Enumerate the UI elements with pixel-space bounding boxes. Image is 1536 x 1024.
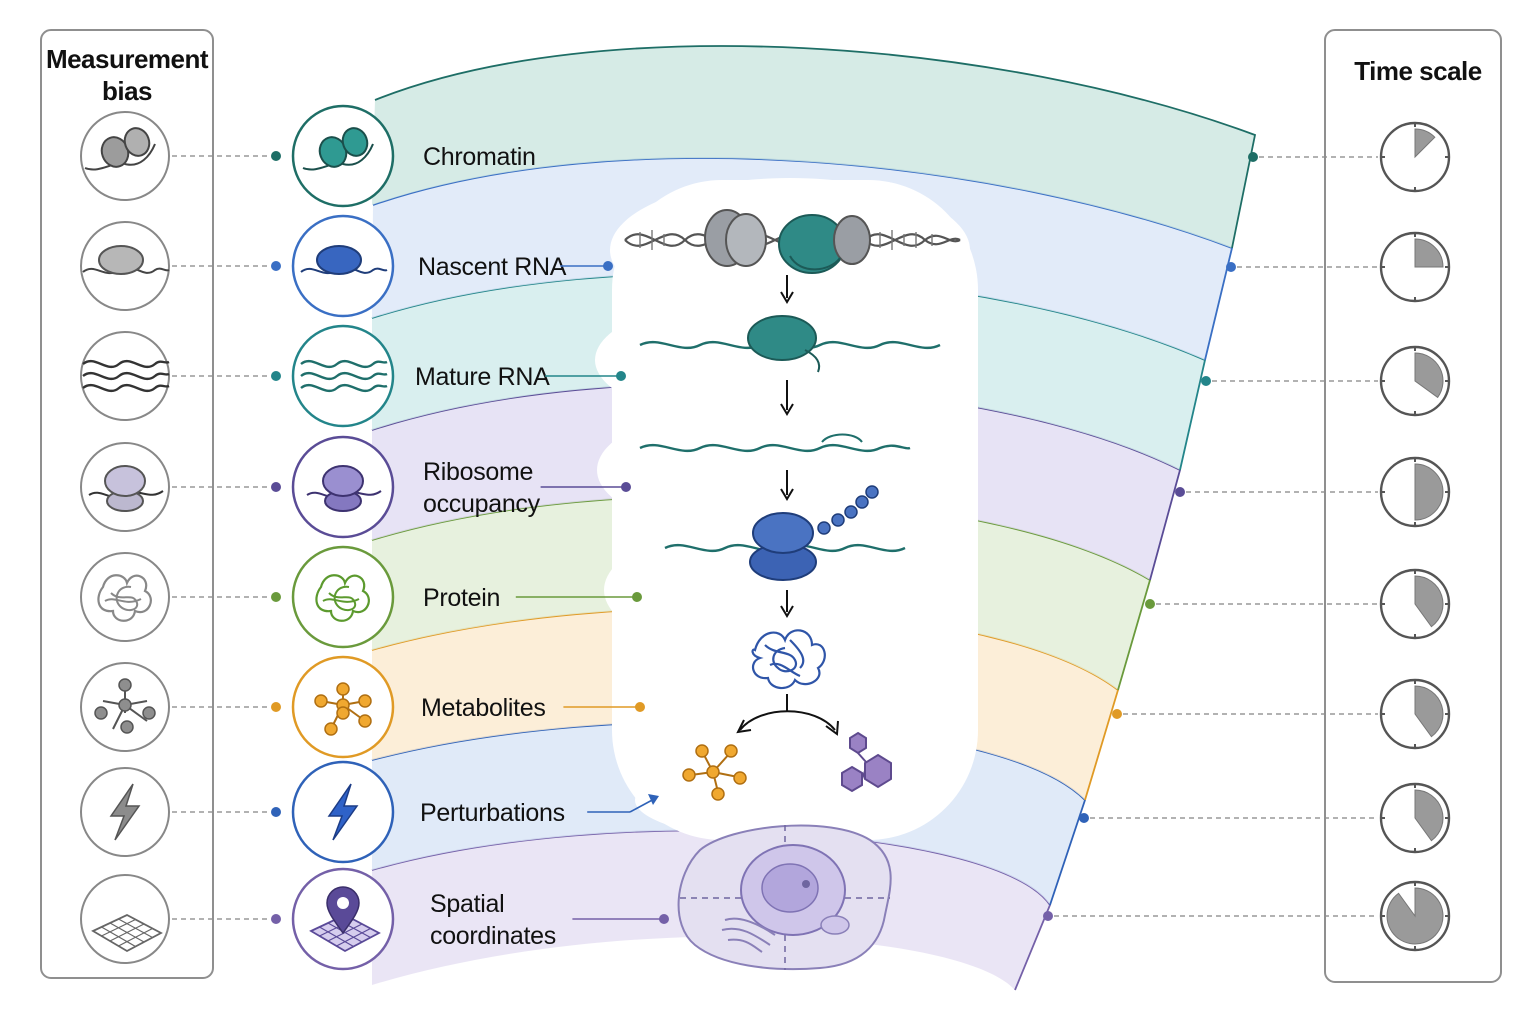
bias-map-pin-icon (80, 874, 170, 964)
layer-label-mature-rna: Mature RNA (415, 363, 550, 391)
band-chromatin (372, 46, 1255, 249)
bias-dot (271, 807, 281, 817)
time-dot (1226, 262, 1236, 272)
clock-icon (1379, 345, 1451, 417)
clock-icon (1379, 231, 1451, 303)
polymerase-icon (291, 214, 395, 318)
layer-label-protein: Protein (423, 584, 500, 612)
time-dot (1248, 152, 1258, 162)
row-ribosome: Ribosome occupancy (172, 435, 1378, 539)
bias-dot (271, 482, 281, 492)
molecule-icon (291, 655, 395, 759)
mature-rna-polymerase-icon (639, 315, 941, 373)
central-process (624, 209, 961, 971)
bias-dot (271, 151, 281, 161)
process-dot (635, 702, 645, 712)
clock-icon (1379, 782, 1451, 854)
central-process-cloud (595, 178, 978, 840)
clock-icon (1379, 568, 1451, 640)
translating-ribosome-icon (664, 485, 906, 581)
rna-strands-icon (291, 324, 395, 428)
time-dot (1175, 487, 1185, 497)
layer-label-perturbations: Perturbations (420, 799, 565, 827)
bias-dot (271, 914, 281, 924)
process-dot (616, 371, 626, 381)
clock-fill (1414, 128, 1436, 159)
clock-icon (1379, 880, 1451, 952)
clock-fill (1414, 352, 1444, 399)
mrna-strand-icon (639, 433, 911, 453)
bias-rna-strands-icon (80, 331, 170, 421)
row-spatial: Spatial coordinates (172, 867, 1378, 971)
clock-fill (1414, 238, 1444, 268)
measurement-bias-icons (80, 111, 170, 964)
metabolite-purple-icon (841, 731, 892, 793)
clock-fill (1414, 685, 1444, 738)
layer-label-spatial-2: coordinates (430, 922, 556, 950)
measurement-bias-title: Measurement (46, 44, 209, 74)
measurement-bias-panel: Measurement bias (40, 29, 214, 979)
bias-dot (271, 702, 281, 712)
layer-label-metabolites: Metabolites (421, 694, 546, 722)
metabolite-orange-icon (682, 744, 747, 801)
process-dot (659, 914, 669, 924)
layer-label-chromatin: Chromatin (423, 143, 536, 171)
row-protein: Protein (172, 545, 1378, 649)
bias-dot (271, 592, 281, 602)
nucleosome-icon (291, 104, 395, 208)
bias-protein-fold-icon (80, 552, 170, 642)
band-edge-nascent-rna (372, 157, 1234, 361)
clock-icon (1379, 121, 1451, 193)
process-dot (603, 261, 613, 271)
process-arrows (736, 275, 839, 736)
process-dot (632, 592, 642, 602)
bias-lightning-icon (80, 767, 170, 857)
time-dot (1145, 599, 1155, 609)
lightning-icon (291, 760, 395, 864)
bias-molecule-icon (80, 662, 170, 752)
clock-icon (1379, 678, 1451, 750)
layer-label-spatial: Spatial (430, 890, 504, 918)
row-nascent-rna: Nascent RNA (172, 214, 1378, 318)
dna-helix-icon (624, 209, 961, 274)
time-dot (1112, 709, 1122, 719)
bias-nucleosome-icon (80, 111, 170, 201)
row-mature-rna: Mature RNA (172, 324, 1378, 428)
bias-dot (271, 261, 281, 271)
folded-protein-icon (751, 629, 826, 690)
time-scale-clocks (1379, 121, 1451, 952)
measurement-bias-title-2: bias (102, 76, 152, 106)
row-chromatin: Chromatin (172, 104, 1378, 208)
process-dot (621, 482, 631, 492)
clock-icon (1379, 456, 1451, 528)
time-dot (1201, 376, 1211, 386)
row-metabolites: Metabolites (172, 655, 1378, 759)
clock-fill (1414, 575, 1444, 628)
time-scale-title: Time scale (1354, 56, 1482, 86)
map-pin-icon (291, 867, 395, 971)
row-perturbations: Perturbations (172, 760, 1378, 864)
clock-fill (1386, 887, 1444, 945)
bias-polymerase-icon (80, 221, 170, 311)
protein-fold-icon (291, 545, 395, 649)
time-dot (1043, 911, 1053, 921)
bias-ribosome-icon (80, 442, 170, 532)
time-dot (1079, 813, 1089, 823)
clock-fill (1414, 463, 1444, 521)
layer-label-nascent-rna: Nascent RNA (418, 253, 567, 281)
bias-dot (271, 371, 281, 381)
layer-label-ribosome: Ribosome (423, 458, 533, 486)
layer-label-ribosome-2: occupancy (423, 490, 541, 518)
cell-icon (677, 824, 892, 971)
ribosome-icon (291, 435, 395, 539)
clock-fill (1414, 789, 1444, 842)
band-edge-chromatin (374, 45, 1257, 249)
time-scale-panel: Time scale (1324, 29, 1502, 983)
